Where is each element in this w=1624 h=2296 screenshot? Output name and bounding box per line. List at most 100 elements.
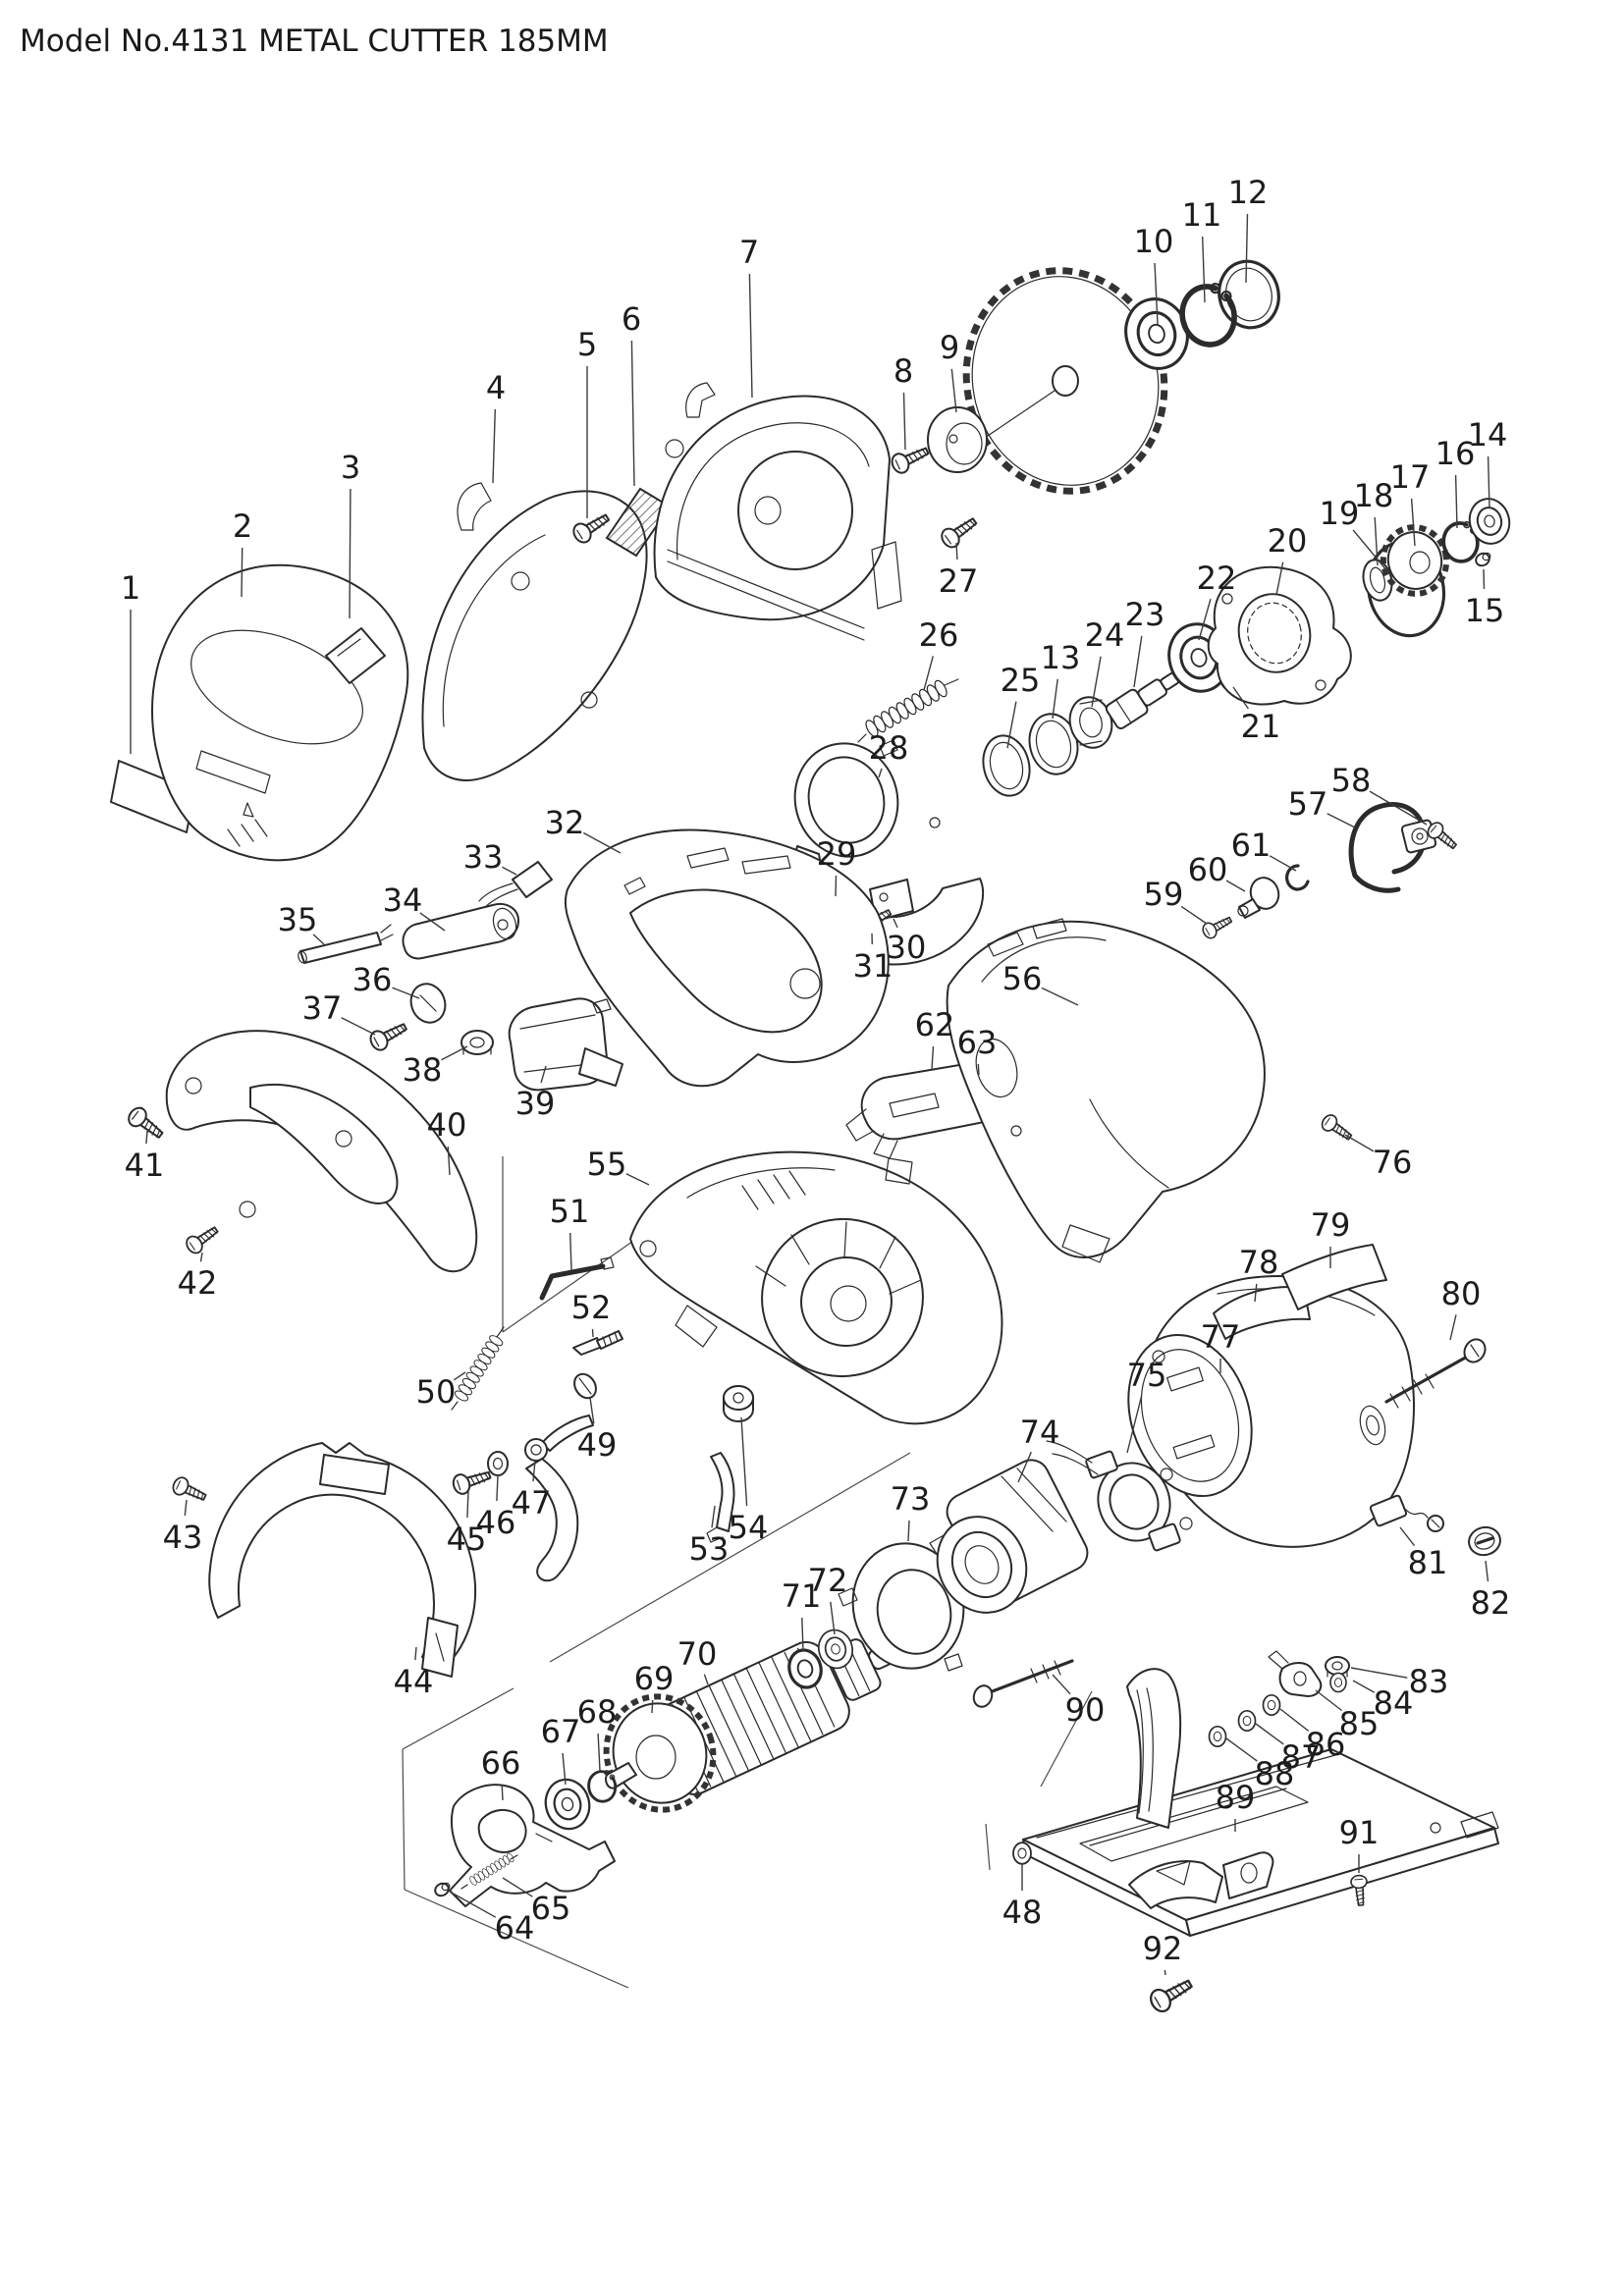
leader-line-51: [569, 1232, 572, 1271]
part-3-label: [325, 627, 386, 684]
part-38-nut: [460, 1030, 494, 1055]
part-label-65: 65: [531, 1890, 571, 1927]
part-87-washer: [1237, 1709, 1257, 1733]
part-34-grip-tube: [402, 903, 519, 960]
leader-line-7: [748, 273, 753, 399]
part-label-56: 56: [1002, 960, 1043, 997]
part-label-48: 48: [1002, 1894, 1043, 1931]
part-label-40: 40: [427, 1106, 467, 1144]
part-60-stud: [1237, 877, 1280, 919]
part-35-rod: [298, 924, 394, 964]
part-label-87: 87: [1281, 1738, 1322, 1776]
part-59-screw: [1199, 911, 1235, 941]
leader-line-86: [1279, 1708, 1310, 1732]
part-label-52: 52: [571, 1289, 612, 1326]
part-label-58: 58: [1331, 762, 1372, 799]
leader-line-24: [1091, 656, 1102, 708]
part-label-91: 91: [1339, 1814, 1380, 1851]
leader-line-30: [893, 918, 898, 929]
leader-line-54: [740, 1416, 748, 1507]
part-label-13: 13: [1041, 639, 1081, 676]
part-label-42: 42: [178, 1264, 218, 1302]
part-89-base-plate: [1022, 1668, 1499, 1937]
leader-line-13: [1052, 678, 1058, 720]
part-12-ring: [1218, 259, 1280, 330]
part-label-82: 82: [1471, 1584, 1511, 1622]
leader-line-25: [1006, 701, 1017, 749]
leader-line-26: [923, 656, 934, 691]
leader-line-88: [1225, 1737, 1258, 1762]
leader-line-40: [447, 1146, 451, 1176]
part-90-bolt: [972, 1659, 1074, 1708]
part-label-55: 55: [587, 1146, 627, 1183]
part-label-29: 29: [817, 835, 857, 873]
part-39-switch: [508, 997, 623, 1092]
part-4-safety-cover: [421, 482, 648, 781]
part-51-rod: [539, 1256, 615, 1301]
leader-line-38: [441, 1045, 468, 1061]
leader-line-64: [449, 1891, 497, 1918]
part-53-plate: [706, 1452, 735, 1543]
part-label-81: 81: [1408, 1544, 1448, 1581]
part-label-25: 25: [1001, 662, 1041, 699]
part-26-spring: [857, 677, 959, 743]
leader-line-82: [1485, 1560, 1489, 1582]
leader-line-4: [492, 408, 496, 484]
part-label-17: 17: [1390, 458, 1431, 496]
part-label-78: 78: [1239, 1244, 1279, 1281]
leader-line-8: [902, 392, 906, 451]
leader-line-87: [1255, 1723, 1284, 1745]
leader-line-3: [349, 488, 352, 619]
part-label-76: 76: [1373, 1144, 1413, 1181]
part-label-23: 23: [1125, 596, 1165, 633]
leader-line-22: [1198, 599, 1212, 641]
part-86-washer: [1262, 1693, 1281, 1717]
part-label-57: 57: [1288, 785, 1328, 823]
part-label-80: 80: [1441, 1275, 1482, 1312]
part-8-bolt: [888, 441, 933, 477]
part-label-11: 11: [1182, 196, 1222, 234]
part-label-54: 54: [729, 1509, 769, 1546]
part-label-33: 33: [463, 838, 504, 876]
leader-line-41: [145, 1130, 148, 1145]
part-83-nut: [1325, 1656, 1350, 1678]
part-75-brush-holder: [1046, 1440, 1193, 1552]
leader-line-90: [1052, 1674, 1071, 1695]
part-label-53: 53: [689, 1530, 730, 1568]
part-label-37: 37: [302, 989, 343, 1027]
leader-line-33: [502, 866, 517, 876]
part-84-washer: [1329, 1672, 1347, 1693]
part-88-washer: [1208, 1725, 1227, 1748]
part-label-84: 84: [1374, 1684, 1414, 1722]
part-label-35: 35: [278, 901, 318, 938]
part-92-screw: [1146, 1972, 1197, 2016]
part-48-washer: [1012, 1842, 1032, 1865]
part-label-19: 19: [1320, 495, 1360, 532]
part-label-22: 22: [1197, 560, 1237, 597]
leader-line-52: [591, 1328, 594, 1338]
part-label-51: 51: [550, 1193, 590, 1230]
part-label-77: 77: [1201, 1318, 1241, 1356]
part-label-15: 15: [1465, 592, 1505, 629]
part-label-1: 1: [121, 569, 140, 607]
part-label-27: 27: [939, 562, 979, 600]
part-76-screw: [1318, 1111, 1356, 1146]
leader-line-66: [501, 1784, 504, 1801]
part-label-90: 90: [1065, 1691, 1106, 1729]
part-label-30: 30: [887, 929, 927, 966]
leader-line-47: [532, 1460, 536, 1482]
part-74-stator: [936, 1459, 1089, 1614]
part-label-67: 67: [541, 1713, 581, 1750]
part-label-4: 4: [486, 369, 506, 406]
part-label-39: 39: [515, 1085, 556, 1122]
part-label-45: 45: [447, 1521, 487, 1558]
leader-line-81: [1399, 1526, 1416, 1547]
part-label-46: 46: [476, 1504, 516, 1541]
part-label-36: 36: [352, 961, 393, 998]
part-label-68: 68: [577, 1693, 618, 1731]
part-52-screw: [572, 1330, 623, 1356]
leader-line-53: [711, 1505, 716, 1528]
part-label-60: 60: [1188, 851, 1228, 888]
part-label-85: 85: [1339, 1705, 1380, 1742]
